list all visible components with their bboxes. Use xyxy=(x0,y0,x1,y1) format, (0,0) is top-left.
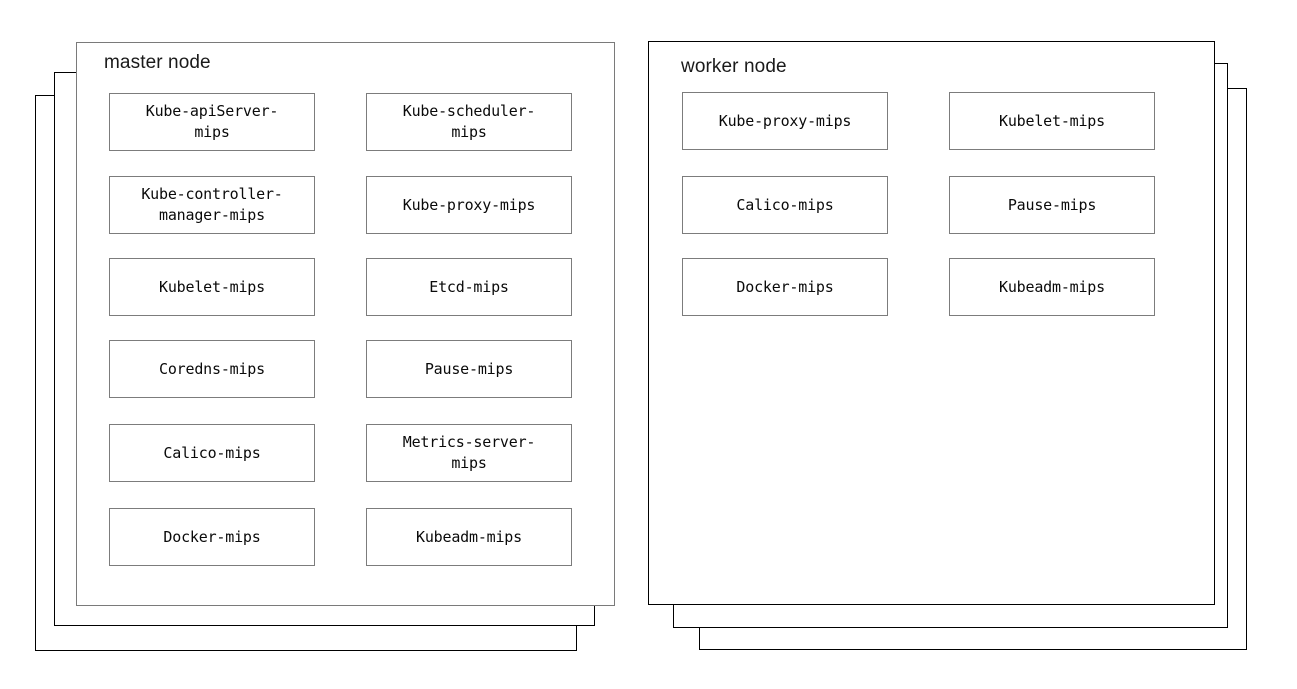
component-label: Kubelet-mips xyxy=(999,111,1105,130)
component-label: Kubeadm-mips xyxy=(416,527,522,546)
component-label: Kube-apiServer- mips xyxy=(145,102,279,141)
component-box[interactable]: Calico-mips xyxy=(109,424,315,482)
node-title-master: master node xyxy=(104,52,211,73)
component-box[interactable]: Kube-controller- manager-mips xyxy=(109,176,315,234)
component-box[interactable]: Pause-mips xyxy=(949,176,1155,234)
component-box[interactable]: Metrics-server- mips xyxy=(366,424,572,482)
component-box[interactable]: Kubelet-mips xyxy=(949,92,1155,150)
component-label: Pause-mips xyxy=(1007,195,1097,214)
component-box[interactable]: Docker-mips xyxy=(682,258,888,316)
component-label: Kubeadm-mips xyxy=(999,277,1105,296)
component-label: Kube-proxy-mips xyxy=(402,195,536,214)
node-title-worker: worker node xyxy=(681,56,787,77)
component-label: Kube-proxy-mips xyxy=(718,111,852,130)
component-label: Calico-mips xyxy=(163,443,261,462)
component-box[interactable]: Kube-proxy-mips xyxy=(366,176,572,234)
component-box[interactable]: Kubeadm-mips xyxy=(949,258,1155,316)
component-box[interactable]: Coredns-mips xyxy=(109,340,315,398)
component-box[interactable]: Kube-apiServer- mips xyxy=(109,93,315,151)
component-box[interactable]: Kubeadm-mips xyxy=(366,508,572,566)
component-box[interactable]: Pause-mips xyxy=(366,340,572,398)
component-label: Docker-mips xyxy=(736,277,834,296)
component-label: Etcd-mips xyxy=(429,277,509,296)
component-label: Docker-mips xyxy=(163,527,261,546)
component-box[interactable]: Kubelet-mips xyxy=(109,258,315,316)
component-label: Coredns-mips xyxy=(159,359,265,378)
component-box[interactable]: Docker-mips xyxy=(109,508,315,566)
component-label: Kube-scheduler- mips xyxy=(402,102,536,141)
component-box[interactable]: Calico-mips xyxy=(682,176,888,234)
component-label: Kubelet-mips xyxy=(159,277,265,296)
component-label: Kube-controller- manager-mips xyxy=(141,185,283,224)
component-label: Calico-mips xyxy=(736,195,834,214)
component-box[interactable]: Etcd-mips xyxy=(366,258,572,316)
component-box[interactable]: Kube-proxy-mips xyxy=(682,92,888,150)
component-box[interactable]: Kube-scheduler- mips xyxy=(366,93,572,151)
component-label: Pause-mips xyxy=(424,359,514,378)
component-label: Metrics-server- mips xyxy=(402,433,536,472)
